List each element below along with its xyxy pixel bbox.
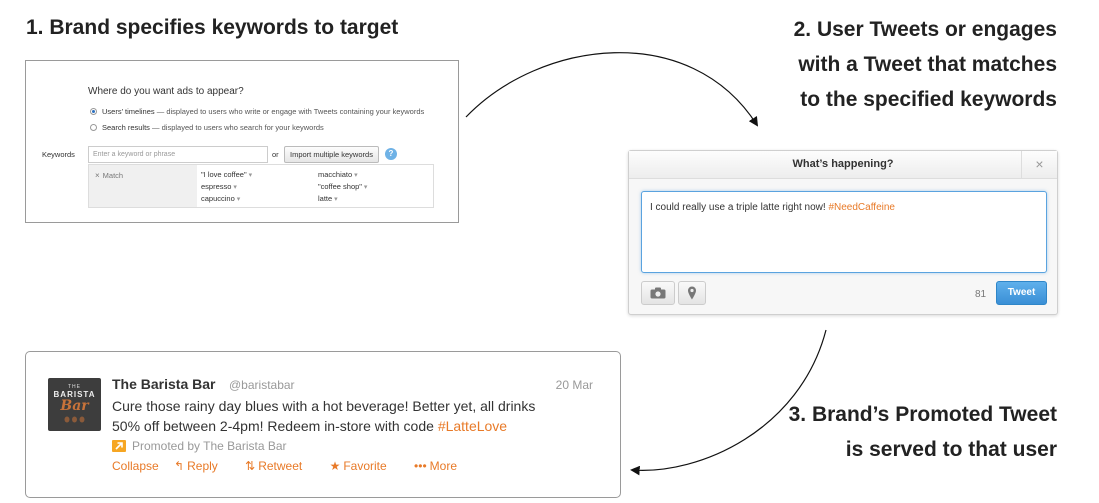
account-name[interactable]: The Barista Bar [112,376,216,392]
step-3-heading: 3. Brand’s Promoted Tweet is served to t… [789,397,1057,467]
coffee-beans-icon [64,416,85,423]
step-2-heading: 2. User Tweets or engages with a Tweet t… [794,12,1057,117]
favorite-button[interactable]: ★Favorite [330,459,399,473]
option-users-timelines[interactable]: Users’ timelines — displayed to users wh… [90,107,424,116]
account-handle[interactable]: @baristabar [229,378,295,392]
keyword-item[interactable]: "coffee shop" [318,182,367,191]
tweet-draft-text: I could really use a triple latte right … [650,202,829,213]
step-1-heading: 1. Brand specifies keywords to target [26,16,399,39]
star-icon: ★ [329,459,341,473]
retweet-label: Retweet [258,459,303,473]
retweet-icon: ⇅ [245,459,256,473]
tweet-text: Cure those rainy day blues with a hot be… [112,396,592,436]
keyword-targeting-panel: Where do you want ads to appear? Users’ … [25,60,459,223]
keyword-item[interactable]: capuccino [201,194,240,203]
camera-icon [650,287,666,299]
radio-users-timelines[interactable] [90,108,97,115]
or-label: or [272,150,279,159]
compose-title: What’s happening? [792,158,894,170]
keyword-item[interactable]: latte [318,194,338,203]
more-dots-icon: ••• [414,459,427,473]
reply-label: Reply [187,459,218,473]
compose-tweet-dialog: What’s happening? × I could really use a… [628,150,1058,315]
promoted-by-label: Promoted by The Barista Bar [112,439,287,453]
tweet-actions: Collapse ↰Reply ⇅Retweet ★Favorite •••Mo… [112,459,481,473]
keyword-input[interactable]: Enter a keyword or phrase [88,146,268,163]
tweet-text-line-2: 50% off between 2-4pm! Redeem in-store w… [112,416,592,436]
option-search-results-label: Search results [102,123,150,132]
favorite-label: Favorite [343,459,387,473]
reply-button[interactable]: ↰Reply [174,459,230,473]
option-search-results[interactable]: Search results — displayed to users who … [90,123,324,132]
collapse-link[interactable]: Collapse [112,459,159,473]
radio-search-results[interactable] [90,124,97,131]
match-text: Match [102,171,124,180]
compose-header: What’s happening? × [629,151,1057,179]
option-users-timelines-label: Users’ timelines [102,107,155,116]
location-pin-icon [688,286,696,300]
logo-text-top: THE [68,384,81,390]
close-button[interactable]: × [1021,151,1057,179]
more-label: More [429,459,457,473]
promoted-by-text: Promoted by The Barista Bar [132,439,287,453]
more-button[interactable]: •••More [414,459,469,473]
tweet-text-line-1: Cure those rainy day blues with a hot be… [112,398,536,414]
tweet-textarea[interactable]: I could really use a triple latte right … [641,191,1047,273]
step-3-line-1: 3. Brand’s Promoted Tweet [788,403,1057,426]
placement-question: Where do you want ads to appear? [88,86,244,97]
add-location-button[interactable] [678,281,706,305]
step-2-line-3: to the specified keywords [800,88,1057,111]
match-label: ×Match [95,171,123,180]
step-2-line-1: 2. User Tweets or engages [793,18,1057,41]
option-users-timelines-desc: — displayed to users who write or engage… [154,107,425,116]
remove-icon: × [95,171,100,180]
retweet-button[interactable]: ⇅Retweet [245,459,314,473]
match-column: ×Match [89,165,197,207]
character-count: 81 [975,289,987,300]
help-icon[interactable]: ? [385,148,397,160]
logo-text-bottom: Bar [60,398,89,414]
promoted-tweet-card: THE BARISTA Bar The Barista Bar @barista… [25,351,621,498]
tweet-hashtag[interactable]: #LatteLove [437,418,508,434]
keywords-label: Keywords [42,150,75,159]
barista-bar-logo[interactable]: THE BARISTA Bar [48,378,101,431]
keyword-item[interactable]: "I love coffee" [201,170,252,179]
add-photo-button[interactable] [641,281,675,305]
option-search-results-desc: — displayed to users who search for your… [149,123,324,132]
promoted-arrow-icon [112,440,126,452]
tweet-button[interactable]: Tweet [996,281,1047,305]
reply-icon: ↰ [174,459,185,473]
logo-text-mid: BARISTA [53,390,96,399]
keyword-list: ×Match "I love coffee" macchiato espress… [88,164,434,208]
arrow-step1-to-step2 [465,52,759,127]
step-2-line-2: with a Tweet that matches [798,53,1057,76]
import-keywords-button[interactable]: Import multiple keywords [284,146,379,163]
keyword-item[interactable]: espresso [201,182,237,191]
tweet-draft-hashtag[interactable]: #NeedCaffeine [828,202,895,213]
step-3-line-2: is served to that user [845,438,1057,461]
tweet-date[interactable]: 20 Mar [555,378,593,392]
keyword-item[interactable]: macchiato [318,170,358,179]
tweet-text-line-2-body: 50% off between 2-4pm! Redeem in-store w… [112,418,438,434]
